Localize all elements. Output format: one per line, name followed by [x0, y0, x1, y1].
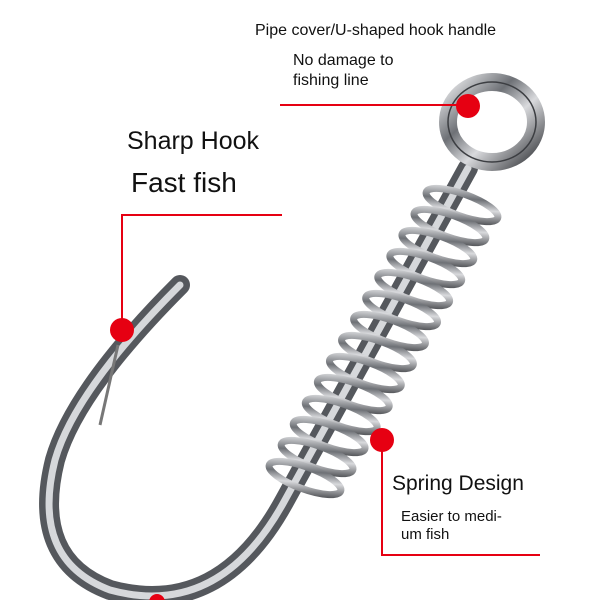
- spring-coils: [265, 184, 502, 499]
- callout-dots: [110, 94, 480, 600]
- callout-lines: [121, 104, 540, 556]
- label-easier-1: Easier to medi-: [401, 508, 502, 525]
- hook-body: [39, 158, 478, 600]
- label-sharp-hook: Sharp Hook: [127, 127, 260, 155]
- label-fast-fish: Fast fish: [131, 167, 237, 198]
- label-no-damage-1: No damage to: [293, 52, 394, 69]
- spring-coil: [265, 457, 345, 499]
- label-pipe-cover: Pipe cover/U-shaped hook handle: [255, 22, 497, 39]
- callout-dot-eye: [456, 94, 480, 118]
- label-easier-2: um fish: [401, 526, 450, 543]
- callout-dot-bottom: [149, 594, 165, 600]
- hook-eye: [439, 73, 545, 171]
- label-spring-design: Spring Design: [392, 472, 524, 495]
- label-no-damage-2: fishing line: [293, 72, 369, 89]
- callout-dot-spring: [370, 428, 394, 452]
- callout-dot-point: [110, 318, 134, 342]
